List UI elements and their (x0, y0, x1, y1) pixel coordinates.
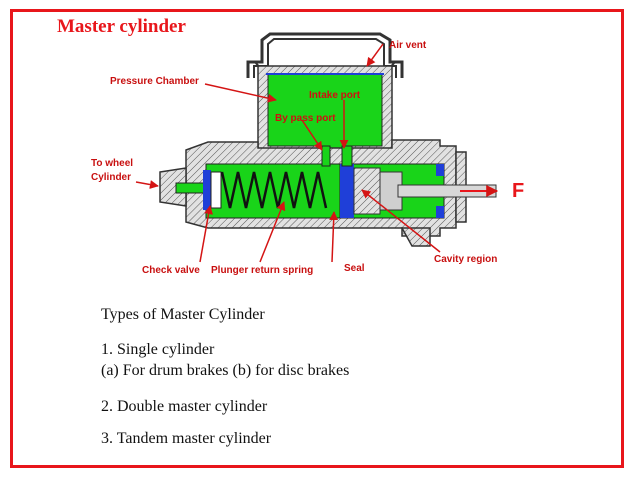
types-heading: Types of Master Cylinder (101, 306, 265, 323)
to-wheel-cylinder-label: Cylinder (91, 172, 131, 183)
list-item: 3. Tandem master cylinder (101, 430, 272, 447)
plunger-return-spring-label: Plunger return spring (211, 265, 313, 276)
intake-port-label: Intake port (309, 90, 361, 101)
slide-title: Master cylinder (57, 16, 186, 37)
cavity-region-label: Cavity region (434, 254, 497, 265)
push-rod (397, 184, 499, 198)
leader-lines (135, 43, 441, 263)
bypass-port-label: By pass port (275, 113, 336, 124)
seal-label: Seal (344, 263, 365, 274)
list-item: (a) For drum brakes (b) for disc brakes (101, 362, 350, 379)
air-vent-label: Air vent (389, 40, 427, 51)
slide-frame (10, 9, 624, 468)
list-item: 2. Double master cylinder (101, 398, 268, 415)
force-label: F (512, 180, 524, 202)
reservoir (257, 65, 393, 157)
to-wheel-label: To wheel (91, 158, 133, 169)
list-item: 1. Single cylinder (101, 341, 215, 358)
pressure-chamber-label: Pressure Chamber (110, 76, 199, 87)
check-valve (203, 170, 222, 210)
plunger-return-spring (220, 171, 328, 209)
check-valve-label: Check valve (142, 265, 200, 276)
